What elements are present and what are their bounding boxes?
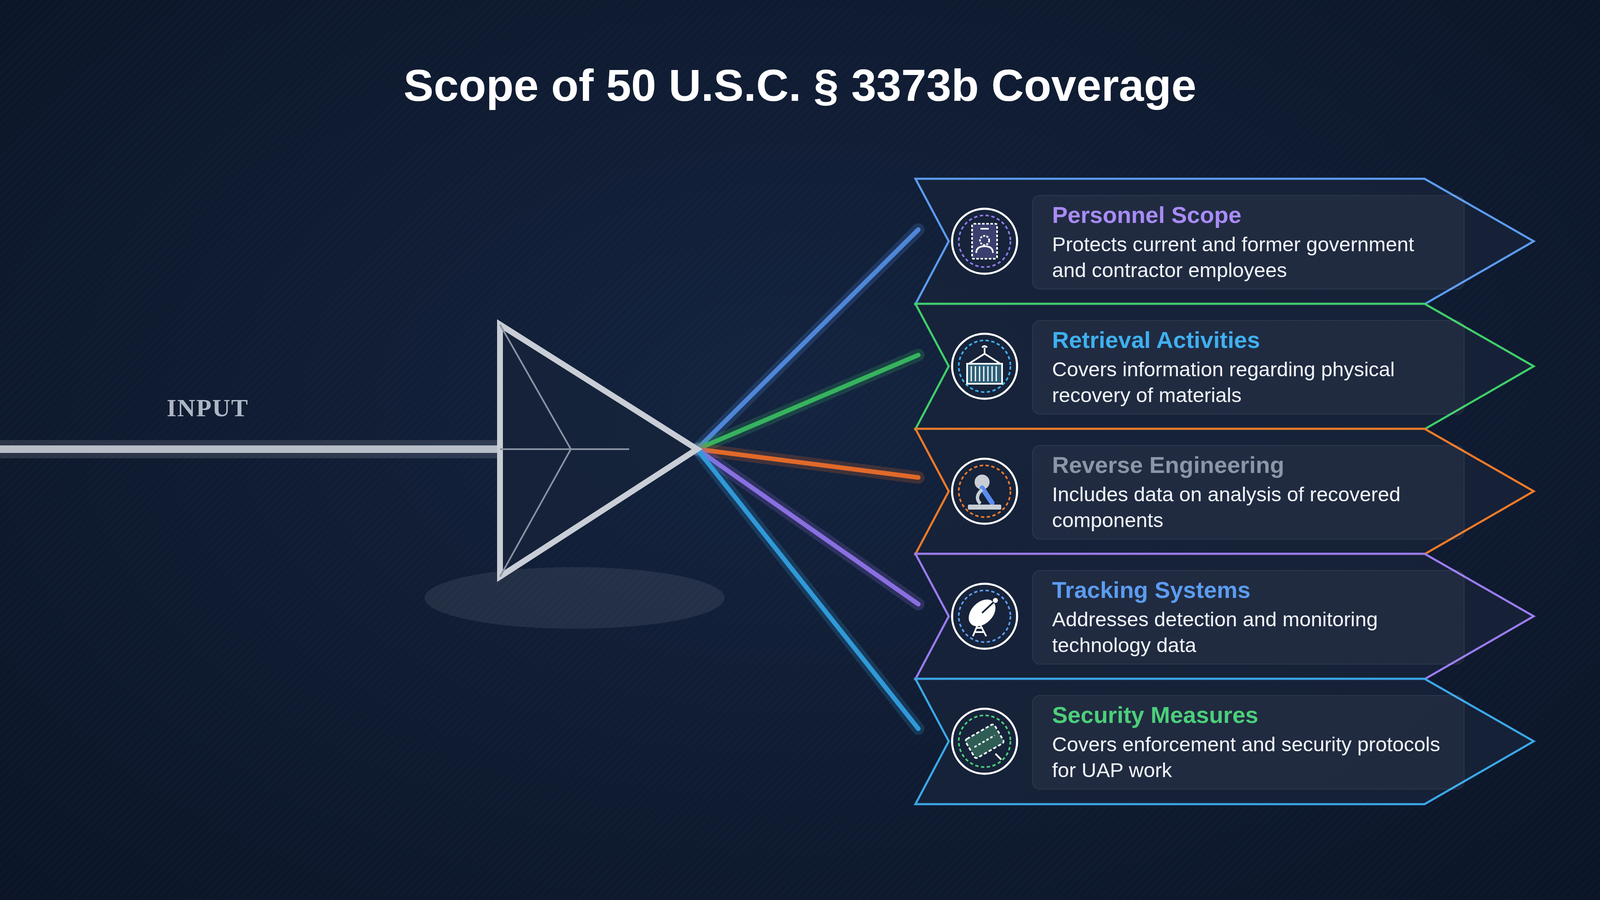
icon-glyph [972, 622, 987, 637]
icon-glyph [995, 366, 998, 382]
band-text: Reverse EngineeringIncludes data on anal… [1052, 445, 1453, 540]
input-label: INPUT [166, 393, 249, 423]
light-ray [697, 449, 919, 729]
icon-glyph [970, 366, 973, 382]
light-ray [697, 355, 919, 450]
band-heading: Retrieval Activities [1052, 326, 1453, 354]
text-panel [1032, 195, 1465, 290]
icon-glyph [968, 353, 1001, 364]
icon-ring [958, 215, 1011, 268]
prism-shadow [424, 567, 725, 629]
icon-glyph [977, 489, 983, 504]
icon-glyph [987, 366, 989, 382]
light-rays [697, 229, 919, 729]
band-description: Covers enforcement and security protocol… [1052, 731, 1453, 783]
band-heading: Tracking Systems [1052, 576, 1453, 604]
chevron-outline [915, 678, 1534, 805]
ray-glow [697, 229, 919, 450]
icon-circle [952, 208, 1018, 274]
text-panel [1032, 320, 1465, 415]
icon-glyph [975, 366, 977, 382]
prism-facet [500, 449, 571, 577]
band-text: Tracking SystemsAddresses detection and … [1052, 570, 1453, 665]
icon-glyph [976, 246, 993, 253]
band-icon [952, 583, 1018, 649]
input-beam [0, 445, 500, 453]
band-description: Addresses detection and monitoring techn… [1052, 606, 1453, 658]
icon-circle [952, 708, 1018, 774]
icon-glyph [982, 487, 993, 503]
icon-glyph [979, 366, 981, 382]
text-panel [1032, 695, 1465, 790]
band-icon [952, 208, 1018, 274]
chevron-outline [915, 428, 1534, 555]
icon-glyph [992, 597, 998, 603]
icon-ring [958, 590, 1011, 643]
band-heading: Security Measures [1052, 701, 1453, 729]
prism-facet [500, 448, 630, 450]
text-panel [1032, 445, 1465, 540]
ray-glow [697, 355, 919, 450]
icon-glyph [980, 235, 990, 245]
light-ray [697, 229, 919, 450]
title: Scope of 50 U.S.C. § 3373b Coverage [0, 58, 1600, 113]
ray-glow [697, 449, 919, 729]
band-icon [952, 458, 1018, 524]
band-description: Covers information regarding physical re… [1052, 356, 1453, 408]
prism-facet [500, 324, 571, 450]
icon-circle [952, 458, 1018, 524]
band-heading: Reverse Engineering [1052, 451, 1453, 479]
band-heading: Personnel Scope [1052, 201, 1453, 229]
icon-glyph [982, 601, 995, 613]
chevron-band: Security MeasuresCovers enforcement and … [915, 678, 1534, 805]
icon-glyph [967, 504, 1002, 510]
beam-glow [0, 440, 500, 459]
icon-glyph [982, 346, 988, 355]
icon-glyph [980, 227, 989, 230]
chevron-band: Retrieval ActivitiesCovers information r… [915, 303, 1534, 430]
chevron-band: Tracking SystemsAddresses detection and … [915, 553, 1534, 680]
band-text: Retrieval ActivitiesCovers information r… [1052, 320, 1453, 415]
icon-glyph [991, 366, 993, 382]
band-icon [952, 333, 1018, 399]
icon-glyph [983, 366, 985, 382]
icon-ring [958, 715, 1011, 768]
icon-glyph [967, 363, 1003, 384]
band-description: Protects current and former government a… [1052, 231, 1453, 283]
chevron-band: Personnel ScopeProtects current and form… [915, 178, 1534, 305]
chevron-band: Reverse EngineeringIncludes data on anal… [915, 428, 1534, 555]
icon-glyph [964, 595, 1000, 631]
band-text: Personnel ScopeProtects current and form… [1052, 195, 1453, 290]
band-text: Security MeasuresCovers enforcement and … [1052, 695, 1453, 790]
text-panel [1032, 570, 1465, 665]
icon-circle [952, 333, 1018, 399]
icon-glyph [995, 753, 1002, 760]
prism [500, 324, 698, 577]
icon-ring [958, 465, 1011, 518]
icon-glyph [974, 735, 995, 748]
chevron-outline [915, 553, 1534, 680]
band-icon [952, 708, 1018, 774]
icon-circle [952, 583, 1018, 649]
chevron-outline [915, 178, 1534, 305]
chevron-outline [915, 303, 1534, 430]
icon-glyph [964, 723, 1005, 759]
band-description: Includes data on analysis of recovered c… [1052, 481, 1453, 533]
icon-glyph [972, 223, 998, 259]
icon-ring [958, 340, 1011, 393]
